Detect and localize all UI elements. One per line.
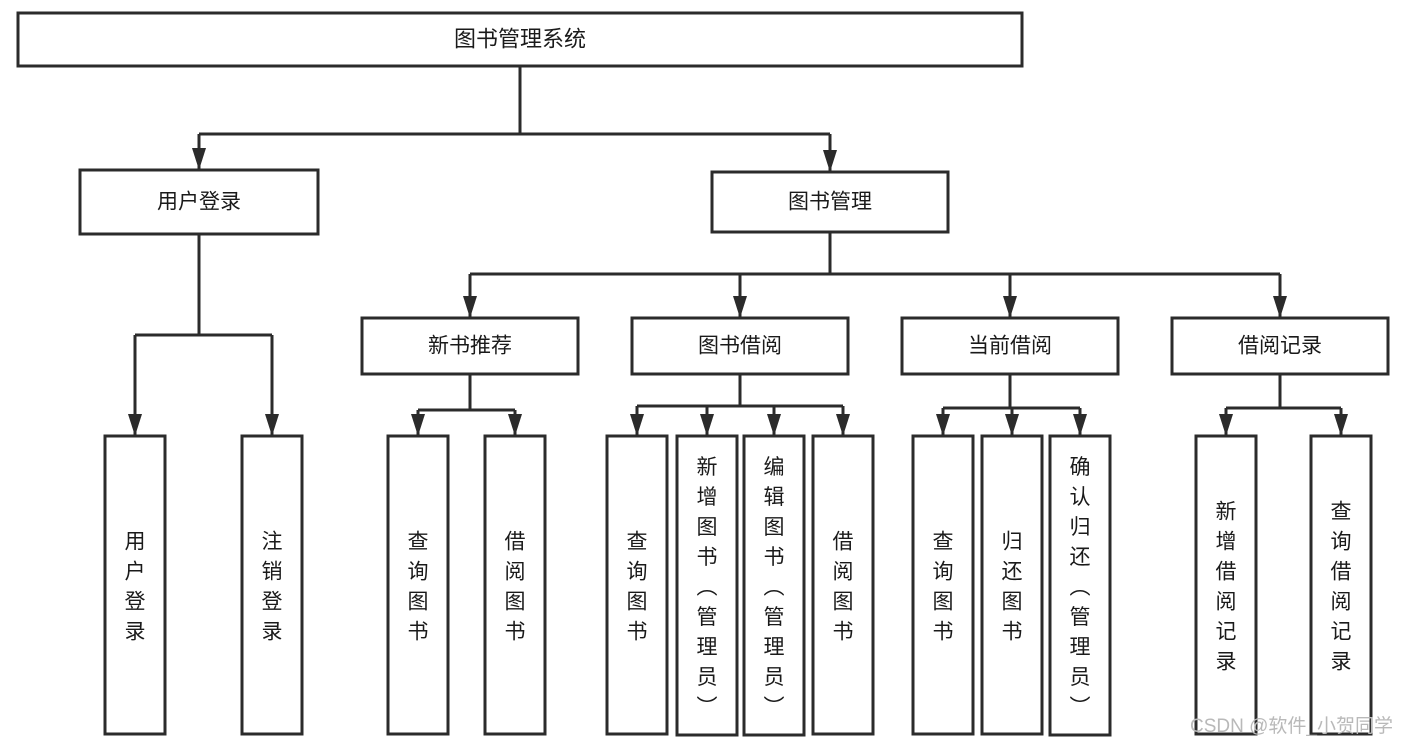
node-leaf-query-book-current-label: 查询图书 (933, 530, 954, 643)
node-leaf-add-book-admin-box (675, 434, 739, 737)
current-borrow-arrow-2-icon (1073, 414, 1087, 436)
node-n-new-book-rec-box (360, 316, 580, 376)
node-leaf-borrow-book-label: 借阅图书 (833, 530, 854, 643)
node-leaf-edit-book-admin-box (742, 434, 806, 737)
book-manage-arrow-2-icon (1003, 296, 1017, 318)
node-leaf-query-book-borrow-box (605, 434, 669, 736)
node-n-borrow-record-box (1170, 316, 1390, 376)
node-leaf-borrow-book-rec-label: 借阅图书 (505, 530, 526, 643)
node-n-book-borrow-box (630, 316, 850, 376)
book-borrow-arrow-1-icon (700, 414, 714, 436)
node-root-label: 图书管理系统 (454, 26, 586, 51)
node-leaf-return-book-label: 归还图书 (1002, 530, 1023, 643)
node-root-box (16, 11, 1024, 68)
root-arrow-1-icon (823, 150, 837, 172)
node-n-borrow-record-label: 借阅记录 (1238, 335, 1322, 358)
node-leaf-query-book-rec-box (386, 434, 450, 736)
node-leaf-query-borrow-record-box (1309, 434, 1373, 736)
book-borrow-arrow-3-icon (836, 414, 850, 436)
node-leaf-borrow-book-rec-box (483, 434, 547, 736)
book-manage-arrow-3-icon (1273, 296, 1287, 318)
node-layer: 图书管理系统用户登录图书管理新书推荐图书借阅当前借阅借阅记录用户登录注销登录查询… (16, 11, 1390, 737)
node-leaf-query-book-rec-label: 查询图书 (408, 530, 429, 643)
node-n-user-login-box (78, 168, 320, 236)
node-leaf-confirm-return-admin-label: 确认归还︵管理员︶ (1070, 456, 1091, 719)
borrow-record-arrow-0-icon (1219, 414, 1233, 436)
book-manage-arrow-0-icon (463, 296, 477, 318)
node-n-current-borrow-box (900, 316, 1120, 376)
book-borrow-arrow-0-icon (630, 414, 644, 436)
node-leaf-borrow-book-box (811, 434, 875, 736)
book-borrow-arrow-2-icon (767, 414, 781, 436)
node-leaf-query-book-current-box (911, 434, 975, 736)
borrow-record-arrow-1-icon (1334, 414, 1348, 436)
node-n-book-manage-box (710, 170, 950, 234)
node-leaf-user-login-label: 用户登录 (125, 530, 146, 643)
node-leaf-user-login-box (103, 434, 167, 736)
node-n-current-borrow-label: 当前借阅 (968, 335, 1052, 358)
node-leaf-query-borrow-record-label: 查询借阅记录 (1331, 500, 1352, 673)
node-leaf-add-borrow-record-box (1194, 434, 1258, 736)
node-n-new-book-rec-label: 新书推荐 (428, 335, 512, 358)
connector-layer (128, 66, 1348, 436)
new-book-rec-arrow-0-icon (411, 414, 425, 436)
book-manage-arrow-1-icon (733, 296, 747, 318)
node-leaf-return-book-box (980, 434, 1044, 736)
current-borrow-arrow-0-icon (936, 414, 950, 436)
node-n-book-borrow-label: 图书借阅 (698, 335, 782, 358)
node-n-user-login-label: 用户登录 (157, 191, 241, 214)
user-login-arrow-1-icon (265, 414, 279, 436)
new-book-rec-arrow-1-icon (508, 414, 522, 436)
root-arrow-0-icon (192, 148, 206, 170)
node-leaf-add-borrow-record-label: 新增借阅记录 (1216, 500, 1237, 673)
user-login-arrow-0-icon (128, 414, 142, 436)
node-leaf-logout-login-label: 注销登录 (262, 530, 283, 643)
node-n-book-manage-label: 图书管理 (788, 191, 872, 214)
watermark-text: CSDN @软件_小贺同学 (1190, 715, 1393, 737)
node-leaf-edit-book-admin-label: 编辑图书︵管理员︶ (764, 456, 785, 719)
node-leaf-confirm-return-admin-box (1048, 434, 1112, 737)
node-leaf-logout-login-box (240, 434, 304, 736)
current-borrow-arrow-1-icon (1005, 414, 1019, 436)
node-leaf-query-book-borrow-label: 查询图书 (627, 530, 648, 643)
node-leaf-add-book-admin-label: 新增图书︵管理员︶ (697, 456, 718, 719)
